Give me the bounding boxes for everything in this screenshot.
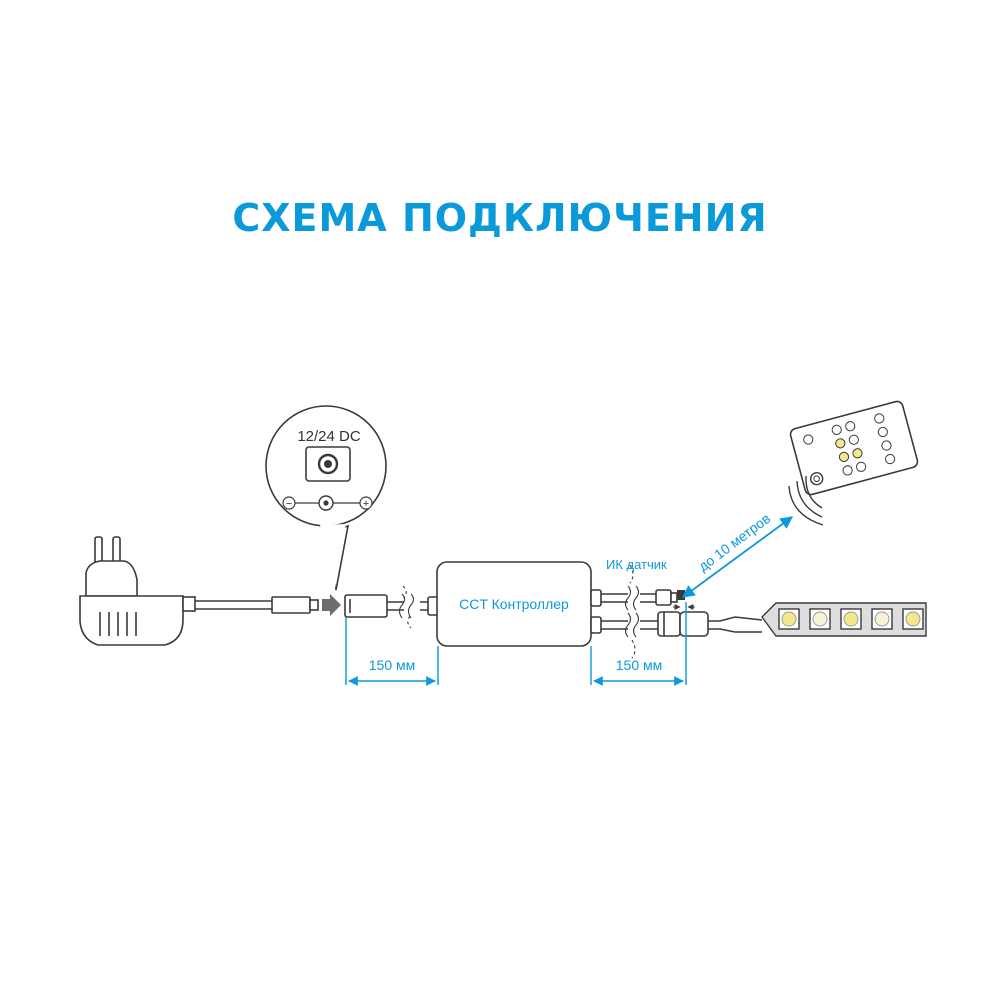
output-cables [590, 589, 763, 637]
led-chip [809, 608, 831, 630]
dimension-left-label: 150 мм [369, 657, 416, 673]
range-label: до 10 метров [695, 510, 773, 574]
remote-button [856, 461, 867, 472]
remote-power-button [809, 472, 824, 486]
dimension-right-label: 150 мм [616, 657, 663, 673]
cable-break-right [624, 564, 640, 659]
plus-label: + [363, 498, 369, 510]
ir-sensor-icon [677, 590, 685, 600]
remote-button [884, 453, 896, 465]
remote-button [881, 440, 892, 451]
controller-label: CCT Контроллер [459, 596, 569, 612]
ir-sensor-label: ИК датчик [606, 557, 667, 572]
remote-button [838, 451, 850, 463]
remote-button [852, 448, 863, 459]
input-connector [344, 594, 439, 618]
page-title: СХЕМА ПОДКЛЮЧЕНИЯ [232, 196, 768, 240]
remote-button [874, 413, 885, 424]
minus-label: − [286, 498, 292, 510]
led-chip [840, 608, 862, 630]
led-chip [902, 608, 924, 630]
adapter-cable [195, 596, 319, 614]
led-chip [778, 608, 800, 630]
cable-break-left [398, 585, 415, 629]
range-arrow [681, 516, 794, 598]
voltage-label: 12/24 DC [297, 428, 361, 445]
ir-remote-icon [789, 400, 919, 496]
power-adapter-icon [79, 536, 196, 646]
remote-button [848, 434, 859, 445]
dc-socket-callout [265, 405, 387, 591]
arrow-right-icon [322, 594, 341, 616]
ir-waves-icon [788, 475, 824, 526]
remote-button [835, 438, 846, 449]
dimension-lines [345, 602, 687, 686]
remote-button [803, 434, 814, 445]
remote-button [842, 465, 853, 476]
led-chip [871, 608, 893, 630]
remote-button [831, 424, 842, 435]
led-strip-icon [761, 602, 927, 637]
remote-button [845, 421, 856, 432]
remote-button [877, 426, 888, 438]
